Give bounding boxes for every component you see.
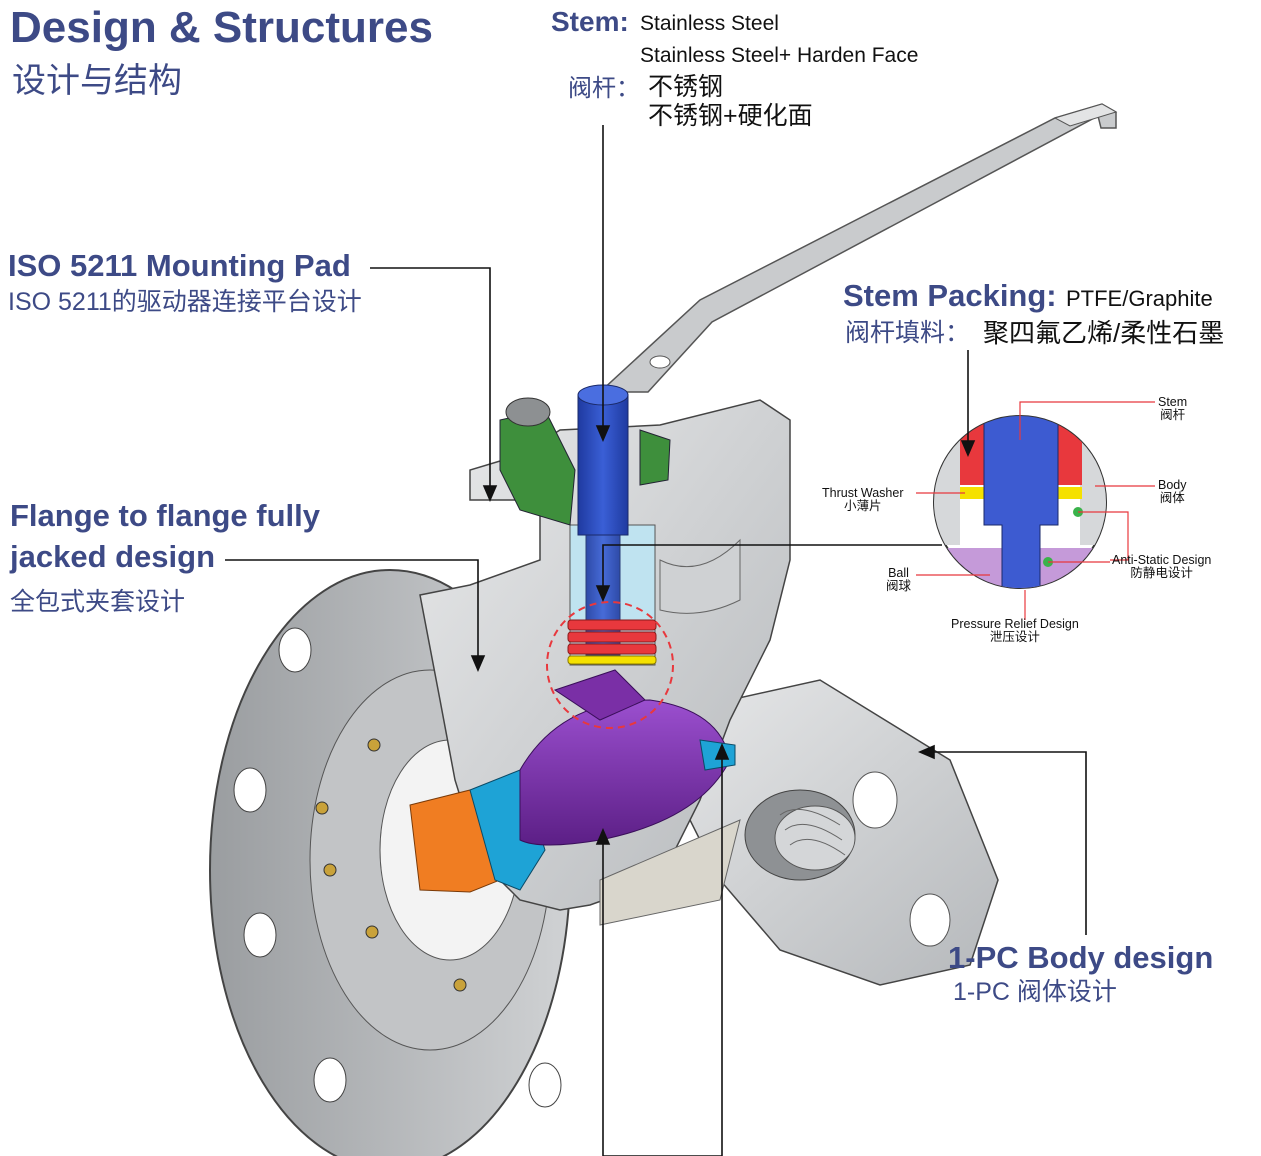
stem-packing-label-cn: 阀杆填料： [845, 319, 971, 347]
detail-ball-en: Ball [888, 566, 909, 580]
body-design-label: 1-PC Body design [948, 940, 1214, 975]
detail-thrust-en: Thrust Washer [822, 486, 904, 500]
detail-thrust-cn: 小薄片 [844, 498, 882, 513]
flange-label-line1: Flange to flange fully [10, 498, 321, 533]
flange-label-cn: 全包式夹套设计 [10, 588, 186, 616]
stem-packing-label: Stem Packing: [843, 278, 1057, 313]
stem-packing-material-cn: 聚四氟乙烯/柔性石墨 [983, 318, 1225, 348]
detail-thrust-label: Thrust Washer 小薄片 [822, 487, 904, 512]
detail-antistatic-label: Anti-Static Design 防静电设计 [1112, 554, 1211, 579]
detail-leaders [916, 401, 1155, 620]
stem-label-cn: 阀杆： [568, 75, 640, 102]
stem-material-1-cn: 不锈钢 [648, 73, 724, 101]
detail-relief-label: Pressure Relief Design 泄压设计 [951, 618, 1079, 643]
detail-relief-cn: 泄压设计 [989, 629, 1040, 644]
detail-antistatic-cn: 防静电设计 [1130, 565, 1193, 580]
stem-label: Stem: [551, 6, 629, 37]
ball-and-seats [409, 669, 736, 893]
iso-pad-label: ISO 5211 Mounting Pad [8, 248, 351, 283]
packing-highlight-circle [546, 601, 674, 729]
page-title: Design & Structures [10, 3, 433, 52]
leader-lines [225, 125, 1087, 1156]
detail-ball-label: Ball 阀球 [886, 567, 911, 592]
detail-antistatic-en: Anti-Static Design [1112, 553, 1212, 567]
detail-stem-label: Stem 阀杆 [1158, 396, 1187, 421]
detail-body-cn: 阀体 [1159, 490, 1185, 505]
gland-bolt [499, 397, 671, 526]
page-title-cn: 设计与结构 [12, 62, 182, 100]
stem-material-2-cn: 不锈钢+硬化面 [648, 102, 813, 130]
stem-material-1: Stainless Steel [640, 12, 779, 35]
flange-label-line2: jacked design [10, 539, 216, 574]
stem-packing-rings [567, 619, 657, 665]
stem-packing-material: PTFE/Graphite [1066, 286, 1213, 311]
detail-stem-en: Stem [1158, 395, 1188, 409]
detail-body-label: Body 阀体 [1158, 479, 1187, 504]
detail-body-en: Body [1158, 478, 1187, 492]
handle-lever [598, 103, 1118, 393]
body-design-label-cn: 1-PC 阀体设计 [953, 978, 1117, 1006]
iso-pad-label-cn: ISO 5211的驱动器连接平台设计 [8, 288, 362, 316]
packing-detail-inset [933, 415, 1107, 589]
detail-relief-en: Pressure Relief Design [951, 617, 1079, 631]
stem-material-2: Stainless Steel+ Harden Face [640, 44, 919, 67]
detail-stem-cn: 阀杆 [1160, 407, 1186, 422]
detail-ball-cn: 阀球 [886, 578, 912, 593]
